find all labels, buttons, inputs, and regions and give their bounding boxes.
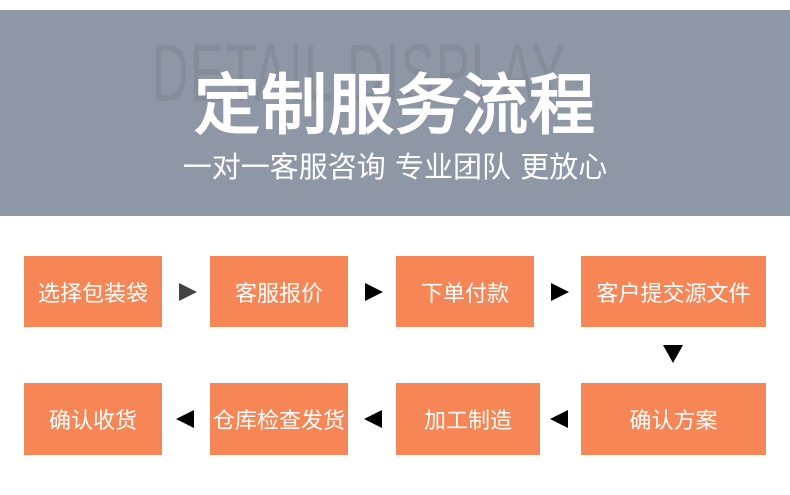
- step-label: 仓库检查发货: [212, 409, 345, 434]
- step-submit-source-file: 客户提交源文件: [581, 256, 766, 327]
- left-arrow-icon: [550, 410, 568, 428]
- step-label: 客户提交源文件: [596, 281, 751, 307]
- step-label: 确认方案: [629, 409, 718, 434]
- step-label: 加工制造: [423, 409, 512, 434]
- step-warehouse-inspect-ship: 仓库检查发货: [210, 383, 348, 455]
- step-label: 确认收货: [48, 409, 137, 434]
- step-manufacturing: 加工制造: [396, 383, 540, 455]
- down-arrow-icon: [663, 345, 683, 363]
- right-arrow-icon: [179, 283, 197, 301]
- right-arrow-icon: [365, 283, 383, 301]
- left-arrow-icon: [364, 410, 382, 428]
- step-label: 客服报价: [234, 281, 323, 307]
- step-service-quote: 客服报价: [210, 256, 348, 327]
- step-confirm-plan: 确认方案: [581, 383, 766, 455]
- step-label: 选择包装袋: [37, 281, 148, 307]
- step-place-order-pay: 下单付款: [396, 256, 534, 327]
- step-label: 下单付款: [420, 281, 509, 307]
- right-arrow-icon: [551, 283, 569, 301]
- page-subtitle: 一对一客服咨询 专业团队 更放心: [182, 150, 608, 184]
- step-select-bag: 选择包装袋: [24, 256, 162, 327]
- page-title: 定制服务流程: [194, 67, 596, 144]
- step-confirm-receipt: 确认收货: [24, 383, 162, 455]
- left-arrow-icon: [176, 410, 194, 428]
- header-banner: DETAIL DISPLAY 定制服务流程 一对一客服咨询 专业团队 更放心: [0, 10, 790, 216]
